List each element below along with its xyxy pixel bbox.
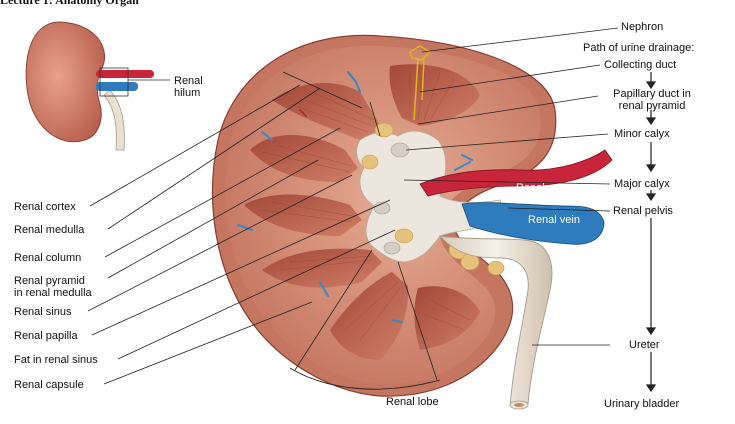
- label-renal-pyramid: Renal pyramid in renal medulla: [14, 275, 92, 299]
- label-renal-column: Renal column: [14, 252, 81, 264]
- label-renal-cortex: Renal cortex: [14, 201, 76, 213]
- label-collecting-duct: Collecting duct: [604, 59, 676, 71]
- small-vein: [96, 82, 138, 91]
- label-ureter: Ureter: [629, 339, 660, 351]
- label-renal-lobe: Renal lobe: [386, 396, 439, 408]
- label-urinary-bladder: Urinary bladder: [604, 398, 679, 410]
- label-major-calyx: Major calyx: [614, 178, 670, 190]
- label-renal-vein: Renal vein: [528, 214, 580, 226]
- label-fat-in-renal-sinus: Fat in renal sinus: [14, 354, 98, 366]
- label-renal-hilum: Renal hilum: [174, 75, 203, 99]
- label-renal-medulla: Renal medulla: [14, 224, 84, 236]
- label-renal-pelvis: Renal pelvis: [613, 205, 673, 217]
- label-renal-sinus: Renal sinus: [14, 306, 71, 318]
- label-renal-capsule: Renal capsule: [14, 379, 84, 391]
- label-papillary-duct: Papillary duct in renal pyramid: [602, 88, 702, 112]
- label-nephron: Nephron: [621, 21, 663, 33]
- label-minor-calyx: Minor calyx: [614, 128, 670, 140]
- small-artery: [96, 70, 154, 78]
- label-path-title: Path of urine drainage:: [583, 42, 694, 54]
- label-renal-artery: Renal artery: [516, 182, 576, 194]
- small-kidney: [26, 22, 170, 150]
- label-renal-papilla: Renal papilla: [14, 330, 78, 342]
